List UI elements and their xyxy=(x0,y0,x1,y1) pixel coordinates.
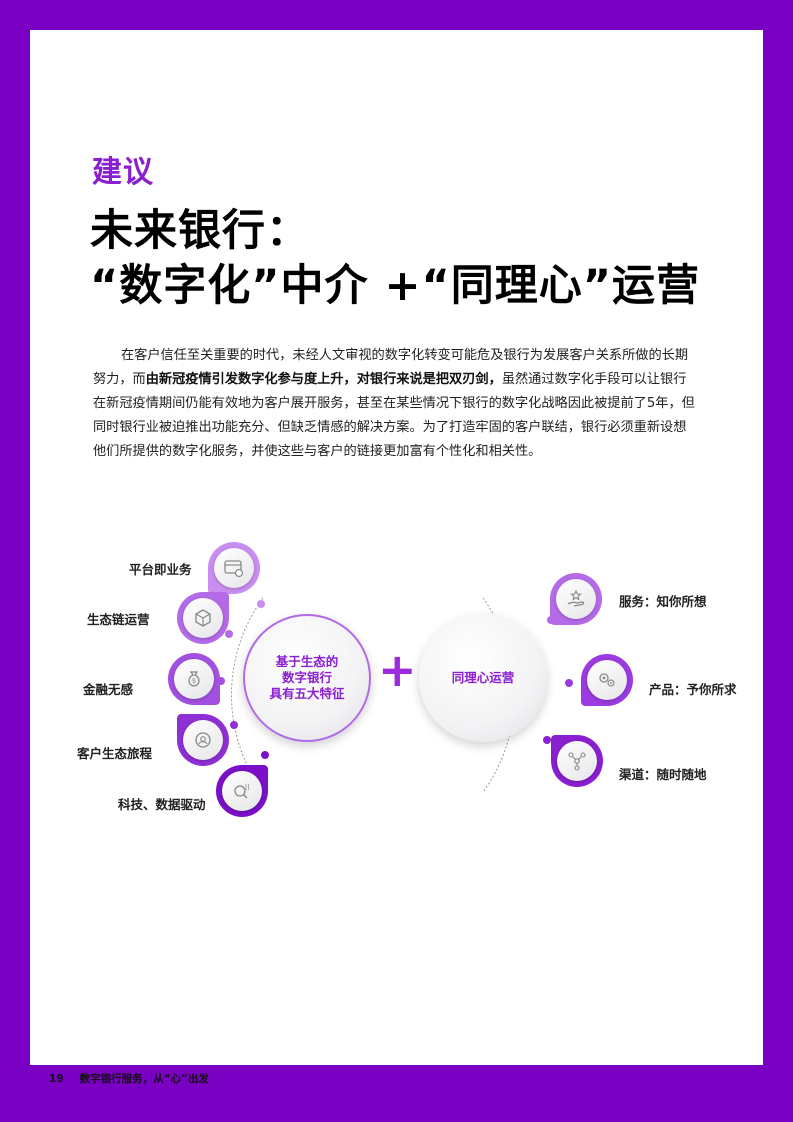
dot-5 xyxy=(261,751,269,759)
page-number: 19 xyxy=(49,1073,64,1085)
svg-text:$: $ xyxy=(192,677,196,685)
badge-channel xyxy=(551,735,603,787)
feature-label-1: 平台即业务 xyxy=(129,562,192,577)
dot-2 xyxy=(225,630,233,638)
body-part-2: 虽然通过数字化手段可以让银行在新冠疫情期间仍能有效地为客户展开服务，甚至在某些情… xyxy=(93,372,695,459)
feature-label-4: 客户生态旅程 xyxy=(77,746,153,761)
badge-ecosystem xyxy=(177,592,229,644)
dot-r3 xyxy=(543,736,551,744)
feature-label-r2: 产品：予你所求 xyxy=(649,682,737,697)
data-search-icon xyxy=(222,771,262,811)
dot-4 xyxy=(230,721,238,729)
plus-symbol: + xyxy=(378,643,417,697)
body-bold: 由新冠疫情引发数字化参与度上升，对银行来说是把双刃剑， xyxy=(145,372,502,387)
gears-icon xyxy=(587,660,627,700)
body-part-1: 在客户信任至关重要的时代，未经人文审视的数字化转变可能危及银行为发展客户关系所做… xyxy=(93,348,689,387)
empathy-operation-text: 同理心运营 xyxy=(451,670,515,685)
money-bag-icon: $ xyxy=(174,659,214,699)
body-paragraph: 在客户信任至关重要的时代，未经人文审视的数字化转变可能危及银行为发展客户关系所做… xyxy=(93,344,699,464)
feature-label-r3: 渠道：随时随地 xyxy=(619,767,707,782)
empathy-operation-circle: 同理心运营 xyxy=(419,614,547,742)
feature-label-3: 金融无感 xyxy=(83,682,134,697)
feature-label-5: 科技、数据驱动 xyxy=(118,797,206,812)
badge-platform xyxy=(208,542,260,594)
cube-network-icon xyxy=(183,598,223,638)
platform-gear-icon xyxy=(214,548,254,588)
features-diagram: 平台即业务 生态链运营 $ 金融无感 客户生态旅程 科技、数据驱动 xyxy=(30,30,763,1065)
page-title: 未来银行： “数字化”中介 +“同理心”运营 xyxy=(90,204,700,314)
ecosystem-bank-text: 基于生态的 数字银行 具有五大特征 xyxy=(269,654,345,701)
diagram-arcs xyxy=(217,597,573,793)
title-line-2: “数字化”中介 +“同理心”运营 xyxy=(90,261,701,311)
ecosystem-bank-circle: 基于生态的 数字银行 具有五大特征 xyxy=(243,614,371,742)
page: 建议 未来银行： “数字化”中介 +“同理心”运营 在客户信任至关重要的时代，未… xyxy=(30,30,763,1085)
badge-product xyxy=(581,654,633,706)
page-footer: 19 数字银行服务，从“心”出发 xyxy=(49,1071,209,1086)
dot-r2 xyxy=(565,679,573,687)
feature-label-r1: 服务：知你所想 xyxy=(619,594,707,609)
footer-title: 数字银行服务，从“心”出发 xyxy=(79,1073,209,1085)
badge-data xyxy=(216,765,268,817)
section-label: 建议 xyxy=(92,155,154,190)
badge-journey xyxy=(177,714,229,766)
title-line-1: 未来银行： xyxy=(90,206,310,256)
badge-finance: $ xyxy=(168,653,220,705)
nodes-icon xyxy=(557,741,597,781)
hand-star-icon xyxy=(556,579,596,619)
journey-cycle-icon xyxy=(183,720,223,760)
dot-1 xyxy=(257,600,265,608)
badge-service xyxy=(550,573,602,625)
feature-label-2: 生态链运营 xyxy=(87,612,150,627)
